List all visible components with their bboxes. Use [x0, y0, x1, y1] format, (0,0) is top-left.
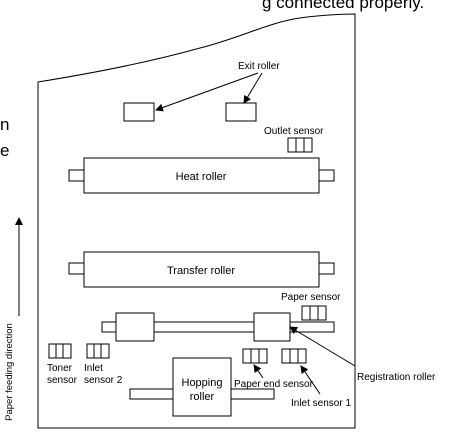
exit-roller-right: [225, 102, 257, 122]
paper-feeding-direction-label: Paper feeding direction: [4, 323, 15, 421]
heat-roller-label: Heat roller: [176, 171, 227, 183]
toner-sensor-label-line2: sensor: [47, 375, 78, 386]
left-text-fragment-1: n: [0, 115, 9, 134]
toner-sensor: [48, 343, 72, 359]
inlet-sensor-1: [281, 348, 307, 364]
hopping-roller-label-line1: Hopping: [182, 377, 223, 389]
registration-roller-pointer: [289, 326, 356, 367]
inlet-sensor-2-label-line2: sensor 2: [84, 375, 123, 386]
paper-end-sensor: [242, 348, 268, 364]
paper-end-sensor-pointer: [253, 364, 264, 379]
printer-outline: [37, 13, 356, 429]
paper-sensor-label: Paper sensor: [281, 292, 341, 303]
exit-roller-pointer-right: [243, 72, 263, 104]
heat-roller: [68, 157, 335, 194]
exit-roller-left: [123, 102, 155, 122]
paper-sensor: [301, 305, 327, 321]
registration-roller: [101, 312, 335, 342]
transfer-roller-label: Transfer roller: [167, 265, 235, 277]
exit-roller-pointer-left: [155, 72, 259, 112]
inlet-sensor-1-label: Inlet sensor 1: [291, 398, 351, 409]
exit-roller-label: Exit roller: [238, 61, 280, 72]
inlet-sensor-1-pointer: [300, 365, 321, 395]
paper-end-sensor-label: Paper end sensor: [234, 379, 314, 390]
left-text-fragment-2: e: [0, 141, 9, 160]
hopping-roller: [129, 357, 275, 417]
hopping-roller-label-line2: roller: [190, 391, 215, 403]
registration-roller-label: Registration roller: [357, 372, 436, 383]
toner-sensor-label-line1: Toner: [47, 363, 73, 374]
inlet-sensor-2-label-line1: Inlet: [84, 363, 103, 374]
outlet-sensor: [287, 137, 313, 153]
inlet-sensor-2: [86, 343, 110, 359]
transfer-roller: [68, 251, 335, 288]
outlet-sensor-label: Outlet sensor: [264, 126, 324, 137]
header-text-fragment: g connected properly.: [262, 0, 424, 12]
